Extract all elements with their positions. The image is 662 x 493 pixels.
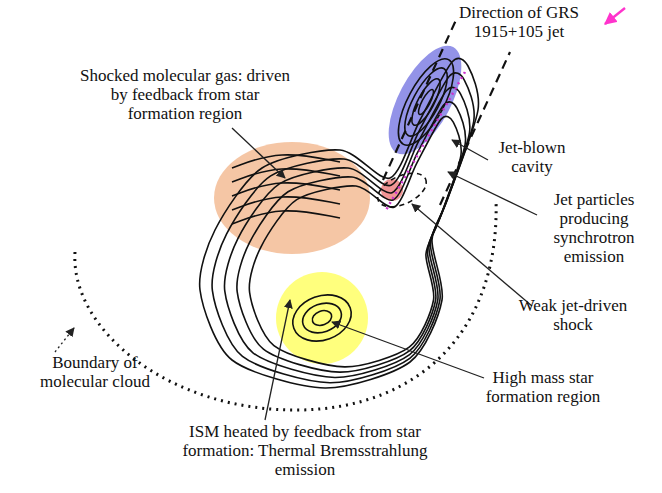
callout-label: ISM heated by feedback from star formati… <box>180 422 430 479</box>
contour-line <box>237 102 466 372</box>
contour-line <box>232 211 340 224</box>
contour-line <box>212 73 474 383</box>
leader-line <box>232 128 285 178</box>
contour-line <box>232 183 340 196</box>
contour-line <box>310 308 334 328</box>
contour-line <box>416 88 436 116</box>
callout-label: Boundary of molecular cloud <box>28 353 162 391</box>
contour-line <box>397 62 456 141</box>
contour-line <box>232 155 340 168</box>
star-formation-region <box>276 272 368 364</box>
cavity-edge <box>440 52 510 205</box>
leader-line <box>55 328 74 352</box>
callout-label: High mass star formation region <box>468 368 618 406</box>
callout-label: Shocked molecular gas: driven by feedbac… <box>78 66 292 123</box>
callout-label: Jet-blown cavity <box>482 138 582 176</box>
leader-line <box>412 204 532 306</box>
cavity-edge <box>383 20 456 180</box>
jet-axis <box>385 72 465 212</box>
contour-line <box>249 116 461 366</box>
leader-line <box>448 172 537 215</box>
callout-label: Weak jet-driven shock <box>500 296 646 334</box>
leader-line <box>452 140 488 160</box>
contour-line <box>232 197 340 210</box>
contour-line <box>388 51 465 153</box>
shock-outline <box>373 166 432 213</box>
contour-line <box>224 87 469 377</box>
leader-line <box>332 322 484 378</box>
leader-line <box>265 300 290 420</box>
jet-direction-arrow <box>605 8 625 24</box>
contour-line <box>232 169 340 182</box>
callout-label: Direction of GRS 1915+105 jet <box>444 3 594 41</box>
contour-line <box>286 287 357 349</box>
callout-label: Jet particles producing synchrotron emis… <box>535 190 653 266</box>
contour-line <box>298 298 345 338</box>
